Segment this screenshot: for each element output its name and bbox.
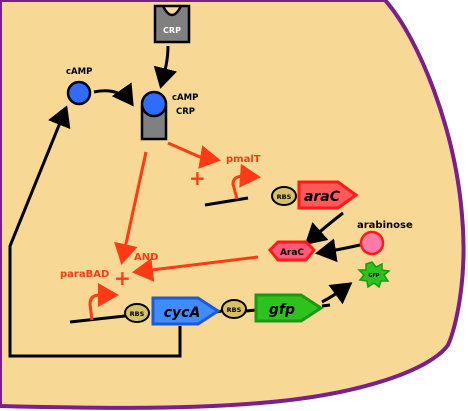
arrow-crp-down bbox=[153, 45, 178, 89]
arac-gene-label: araC bbox=[304, 189, 341, 205]
arrow-arabinose-to-arac bbox=[315, 238, 361, 263]
camp-free-label: cAMP bbox=[66, 67, 92, 77]
arabinose-label: arabinose bbox=[357, 220, 413, 231]
pmalt-label: pmalT bbox=[226, 154, 261, 165]
gfp-gene: gfp bbox=[254, 293, 324, 323]
arabinose-molecule bbox=[359, 230, 385, 256]
gfp-gene-label: gfp bbox=[269, 302, 295, 318]
arac-protein-label: AraC bbox=[280, 248, 304, 258]
rbs-arac-label: RBS bbox=[277, 193, 292, 201]
rbs-arac: RBS bbox=[271, 186, 297, 206]
arrow-gfp-to-protein bbox=[321, 282, 353, 305]
arac-gene: araC bbox=[297, 180, 359, 210]
rbs-cyca-label: RBS bbox=[130, 310, 145, 318]
feedback-loop-arrow bbox=[8, 105, 182, 358]
camp-bound-label: cAMP bbox=[172, 93, 198, 103]
camp-crp-complex bbox=[140, 90, 168, 141]
crp-bound-label: CRP bbox=[176, 107, 195, 117]
gfp-protein-label: GFP bbox=[368, 273, 380, 279]
arrow-complex-to-pmalt bbox=[167, 141, 221, 169]
rbs-gfp-label: RBS bbox=[227, 306, 242, 314]
arrow-complex-to-and bbox=[114, 151, 148, 265]
arac-protein: AraC bbox=[267, 240, 317, 262]
crp-free-protein: CRP bbox=[153, 4, 191, 44]
camp-molecule bbox=[66, 80, 92, 106]
and-label: AND bbox=[134, 252, 158, 263]
arrow-arac-to-and bbox=[132, 255, 259, 282]
parabad-plus: + bbox=[114, 266, 131, 290]
crp-top-label: CRP bbox=[163, 26, 181, 35]
arrow-arac-gene-to-protein bbox=[304, 211, 344, 246]
pmalt-promoter-arrow bbox=[231, 163, 261, 200]
parabad-label: paraBAD bbox=[60, 269, 109, 280]
gfp-protein: GFP bbox=[357, 261, 391, 289]
pmalt-plus: + bbox=[189, 166, 206, 190]
parabad-promoter-arrow bbox=[88, 283, 119, 321]
arrow-camp-to-complex bbox=[93, 82, 134, 107]
rbs-cyca: RBS bbox=[124, 303, 150, 323]
cyca-gene-label: cycA bbox=[164, 305, 201, 321]
cyca-gene: cycA bbox=[151, 296, 221, 326]
rbs-gfp: RBS bbox=[221, 299, 247, 319]
